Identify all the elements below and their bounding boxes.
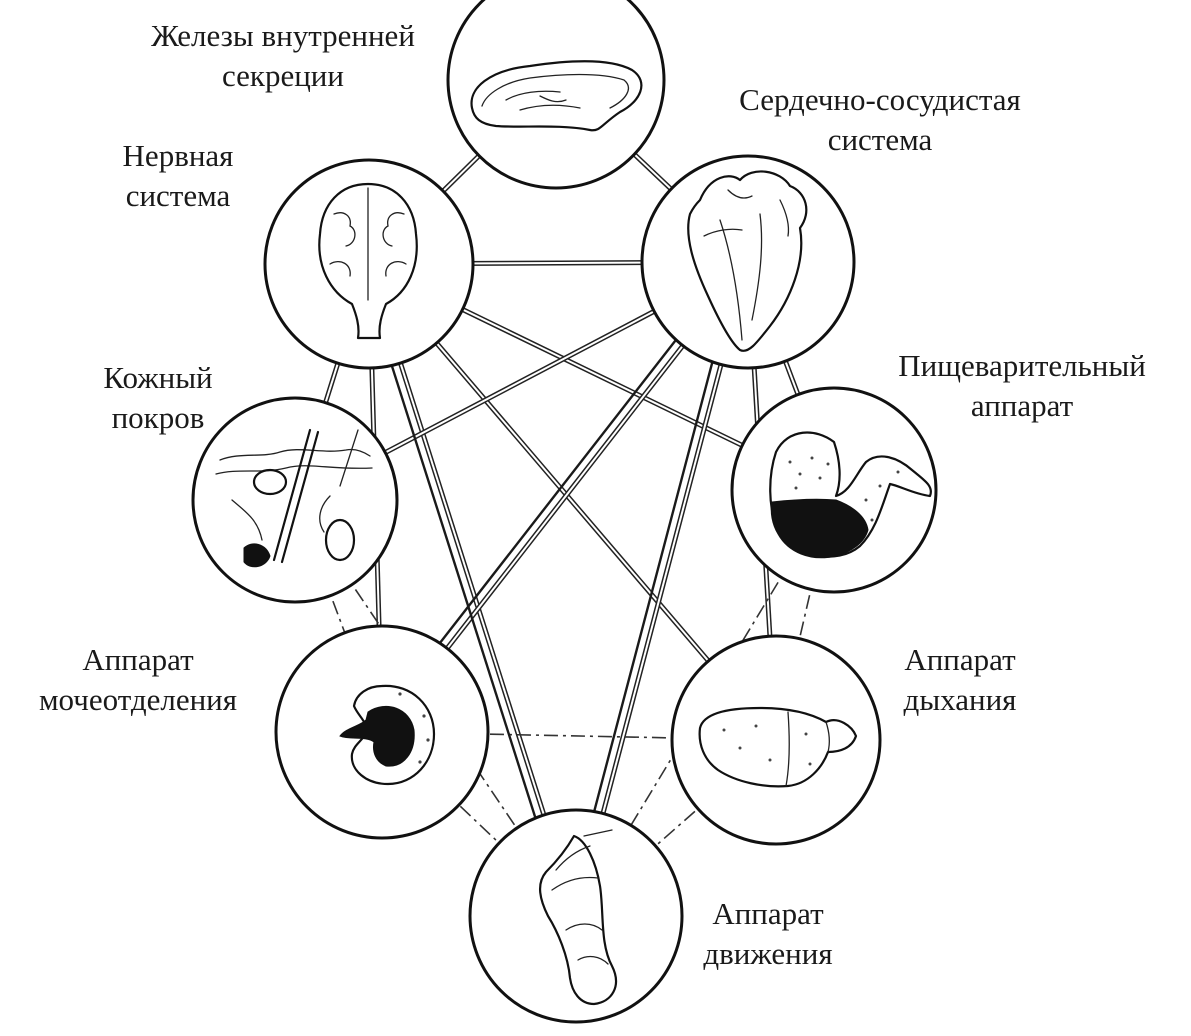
node-locomotion-label-line-1: Аппарат	[712, 896, 824, 931]
node-urinary: Аппарат мочеотделения	[39, 624, 490, 840]
node-urinary-label-line-1: Аппарат	[82, 642, 194, 677]
node-nervous-label-line-2: система	[126, 178, 231, 213]
node-cardio-circle	[640, 154, 856, 370]
lung-icon	[698, 706, 858, 788]
node-cardio-label-line-2: система	[828, 122, 933, 157]
connection-nervous-locomotion	[359, 266, 569, 920]
node-nervous-circle	[263, 158, 475, 370]
node-locomotion: Аппарат движения	[468, 808, 833, 1024]
stomach-icon	[769, 431, 932, 559]
node-skin-label-line-1: Кожный	[103, 360, 212, 395]
connection-line	[575, 261, 749, 917]
node-digestive-label-line-2: аппарат	[971, 388, 1074, 423]
heart-icon	[687, 170, 808, 352]
node-nervous-label-line-1: Нервная	[123, 138, 234, 173]
node-endocrine: Железы внутренней секреции	[151, 0, 666, 190]
connection-cardio-locomotion	[566, 259, 741, 915]
node-nervous: Нервная система	[123, 138, 475, 370]
connection-line	[566, 259, 741, 915]
node-respiratory-label-line-1: Аппарат	[904, 642, 1016, 677]
connection-digestive-respiratory	[775, 489, 835, 741]
connection-nervous-locomotion	[366, 263, 579, 917]
node-cardio: Сердечно-сосудистая система	[640, 82, 1021, 370]
connection-line	[368, 263, 577, 917]
node-respiratory: Аппарат дыхания	[670, 634, 1017, 846]
node-skin-circle	[191, 396, 399, 604]
node-digestive-label-line-1: Пищеварительный	[898, 348, 1146, 383]
node-endocrine-circle	[446, 0, 666, 190]
gland-icon	[470, 60, 643, 132]
muscle-joint-icon	[539, 829, 618, 1006]
node-respiratory-label-line-2: дыхания	[904, 682, 1017, 717]
connection-cardio-locomotion	[573, 261, 751, 917]
node-locomotion-label-line-2: движения	[703, 936, 832, 971]
brain-icon	[318, 182, 418, 340]
node-cardio-label-line-1: Сердечно-сосудистая	[739, 82, 1021, 117]
node-urinary-label-line-2: мочеотделения	[39, 682, 237, 717]
connection-line	[359, 266, 569, 920]
node-digestive: Пищеварительный аппарат	[730, 348, 1146, 594]
node-endocrine-label-line-1: Железы внутренней	[151, 18, 415, 53]
skin-section-icon	[215, 428, 373, 568]
node-respiratory-circle	[670, 634, 882, 846]
node-endocrine-label-line-2: секреции	[222, 58, 344, 93]
node-locomotion-circle	[468, 808, 684, 1024]
node-skin-label-line-2: покров	[112, 400, 205, 435]
kidney-icon	[339, 684, 436, 786]
connection-line	[775, 489, 835, 741]
node-skin: Кожный покров	[103, 360, 399, 604]
